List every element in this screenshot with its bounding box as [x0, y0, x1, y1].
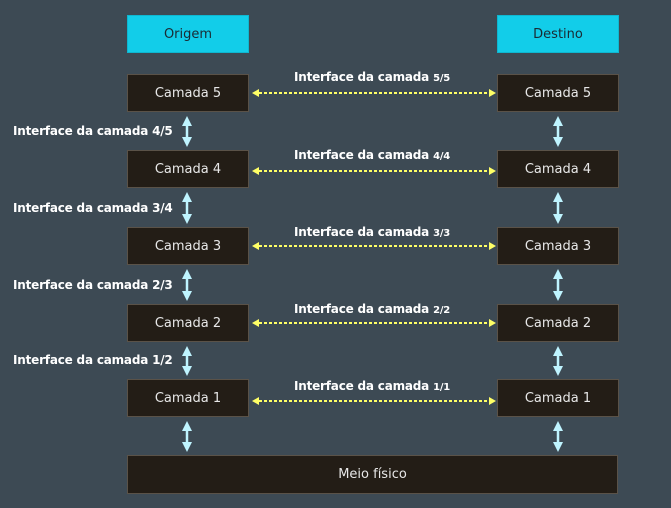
destination-header: Destino — [497, 15, 619, 53]
peer-interface-label-4: Interface da camada 4/4 — [293, 148, 451, 162]
source-layer-4: Camada 4 — [127, 150, 249, 188]
destination-layer-4: Camada 4 — [497, 150, 619, 188]
source-layer-5: Camada 5 — [127, 74, 249, 112]
vertical-arrows — [182, 116, 563, 452]
source-layer-2: Camada 2 — [127, 304, 249, 342]
destination-layer-1: Camada 1 — [497, 379, 619, 417]
source-layer-1: Camada 1 — [127, 379, 249, 417]
vertical-interface-label-3-4: Interface da camada 3/4 — [13, 201, 173, 215]
vertical-interface-label-2-3: Interface da camada 2/3 — [13, 278, 173, 292]
peer-interface-label-5: Interface da camada 5/5 — [293, 70, 451, 84]
layer-label: Camada 2 — [524, 315, 592, 331]
peer-interface-label-3: Interface da camada 3/3 — [293, 225, 451, 239]
source-layer-3: Camada 3 — [127, 227, 249, 265]
layer-label: Camada 5 — [524, 85, 592, 101]
destination-header-label: Destino — [533, 26, 583, 42]
layer-label: Camada 5 — [154, 85, 222, 101]
source-header: Origem — [127, 15, 249, 53]
source-header-label: Origem — [163, 26, 213, 42]
layer-label: Camada 2 — [154, 315, 222, 331]
destination-layer-5: Camada 5 — [497, 74, 619, 112]
peer-arrows — [252, 89, 496, 405]
peer-interface-label-1: Interface da camada 1/1 — [293, 379, 451, 393]
layer-label: Camada 4 — [154, 161, 222, 177]
layer-label: Camada 3 — [154, 238, 222, 254]
layer-label: Camada 4 — [524, 161, 592, 177]
vertical-interface-label-1-2: Interface da camada 1/2 — [13, 353, 173, 367]
layer-label: Camada 1 — [524, 390, 592, 406]
physical-medium-label: Meio físico — [338, 467, 407, 482]
destination-layer-2: Camada 2 — [497, 304, 619, 342]
layer-label: Camada 3 — [524, 238, 592, 254]
vertical-interface-label-4-5: Interface da camada 4/5 — [13, 124, 173, 138]
peer-interface-label-2: Interface da camada 2/2 — [293, 302, 451, 316]
physical-medium: Meio físico — [127, 455, 618, 494]
destination-layer-3: Camada 3 — [497, 227, 619, 265]
layer-label: Camada 1 — [154, 390, 222, 406]
